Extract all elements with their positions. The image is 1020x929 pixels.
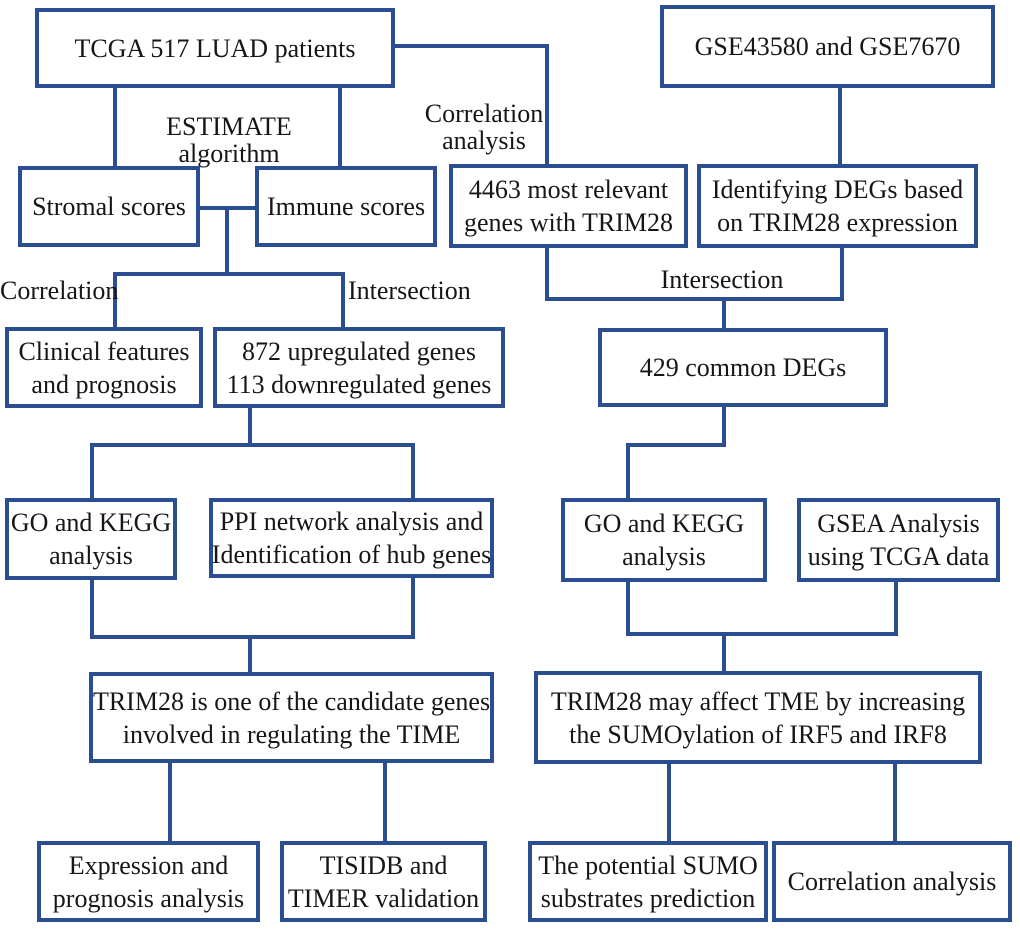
node-text: PPI network analysis and [219,507,484,536]
node-tisidb-timer: TISIDB and TIMER validation [280,841,487,922]
node-text: using TCGA data [807,542,990,571]
node-identify-degs: Identifying DEGs based on TRIM28 express… [697,164,978,248]
node-text: Stromal scores [32,192,186,221]
node-up-down-genes: 872 upregulated genes 113 downregulated … [213,327,505,408]
connector-merge-to-tme [722,632,726,671]
connector-fork-to-gokegg-left [90,443,94,498]
connector-relevant-down [545,247,549,301]
connector-tcga-to-relevant [545,44,549,164]
connector-tme-to-sumo [667,764,671,841]
node-text: 4463 most relevant [468,175,669,204]
node-text: and prognosis [31,369,177,399]
connector-merge-right-horizontal [626,632,898,636]
node-trim28-candidate-time: TRIM28 is one of the candidate genes inv… [89,672,494,763]
connector-fork-to-updown [341,272,345,328]
node-text: TRIM28 may affect TME by increasing [550,686,966,716]
connector-updown-down [248,408,252,447]
edge-label-correlation-analysis: Correlation analysis [424,100,544,154]
node-text: Expression and [68,850,229,880]
connector-tcga-right-horizontal [395,44,547,48]
connector-merge-left-horizontal [90,635,415,639]
connector-tcga-to-immune [338,88,342,166]
node-text: involved in regulating the TIME [122,719,461,749]
connector-fork-to-ppi [411,443,415,498]
connector-tcga-to-stromal [113,88,117,166]
connector-gokegg-right-down [626,582,630,636]
node-trim28-tme-sumoylation: TRIM28 may affect TME by increasing the … [534,671,982,764]
node-text: GSE43580 and GSE7670 [694,32,961,61]
edge-label-intersection-left: Intersection [348,276,471,305]
node-tcga-luad-patients: TCGA 517 LUAD patients [35,8,395,88]
node-gokegg-right: GO and KEGG analysis [561,498,767,582]
edge-label-line: analysis [442,126,526,155]
connector-gokegg-left-down [90,580,94,639]
edge-label-correlation: Correlation [0,276,119,305]
connector-time-to-expression [168,763,172,841]
node-text: TISIDB and [319,850,448,880]
node-text: TRIM28 is one of the candidate genes [92,686,491,716]
node-text: genes with TRIM28 [464,208,673,237]
node-text: analysis [622,542,706,571]
node-gokegg-left: GO and KEGG analysis [5,498,177,580]
connector-common-degs-down [722,407,726,447]
node-ppi-network: PPI network analysis and Identification … [209,498,494,578]
node-relevant-genes: 4463 most relevant genes with TRIM28 [449,164,688,248]
node-text: Clinical features [18,336,190,366]
node-text: Immune scores [266,192,426,221]
connector-ppi-down [411,578,415,639]
node-text: 429 common DEGs [639,353,847,382]
connector-updown-fork-horizontal [90,443,415,447]
node-text: The potential SUMO [538,850,758,880]
edge-label-line: Correlation [424,99,544,128]
connector-right-intersection-horizontal [545,297,844,301]
node-immune-scores: Immune scores [255,166,437,247]
connector-time-to-tisidb [383,763,387,841]
node-text: GO and KEGG [10,508,172,537]
node-text: analysis [49,541,133,570]
node-text: on TRIM28 expression [717,208,958,237]
connector-to-common-degs [722,297,726,328]
node-correlation-analysis-final: Correlation analysis [772,841,1012,922]
node-expression-prognosis: Expression and prognosis analysis [37,841,260,922]
edge-label-estimate-algorithm: ESTIMATE algorithm [166,112,292,168]
connector-step-to-gokegg-right [626,443,630,498]
node-text: 113 downregulated genes [226,369,492,399]
node-text: Identifying DEGs based [711,175,964,204]
connector-tme-to-correlation [893,764,897,841]
connector-left-fork-horizontal [113,272,345,276]
connector-merge-to-time [248,635,252,672]
edge-label-intersection-right: Intersection [660,265,784,294]
node-text: the SUMOylation of IRF5 and IRF8 [569,719,947,749]
connector-fork-to-clinical [113,272,117,328]
node-common-degs: 429 common DEGs [598,328,888,407]
node-text: GO and KEGG [583,509,745,538]
connector-common-step-horizontal [626,443,726,447]
node-text: substrates prediction [540,883,756,913]
node-text: TIMER validation [287,883,480,913]
connector-scores-down [225,206,229,276]
node-stromal-scores: Stromal scores [18,166,200,247]
connector-gse-to-degs [838,88,842,165]
node-text: Correlation analysis [787,867,997,896]
connector-degs-down [840,247,844,301]
node-text: GSEA Analysis [817,509,980,538]
node-text: TCGA 517 LUAD patients [74,33,356,63]
node-gse-datasets: GSE43580 and GSE7670 [660,5,995,88]
node-gsea-analysis: GSEA Analysis using TCGA data [797,498,1000,582]
connector-gsea-down [894,582,898,636]
node-sumo-substrates: The potential SUMO substrates prediction [528,841,768,922]
node-text: Identification of hub genes [211,540,492,569]
node-clinical-features: Clinical features and prognosis [5,327,203,408]
node-text: 872 upregulated genes [242,336,476,366]
node-text: prognosis analysis [52,883,245,913]
